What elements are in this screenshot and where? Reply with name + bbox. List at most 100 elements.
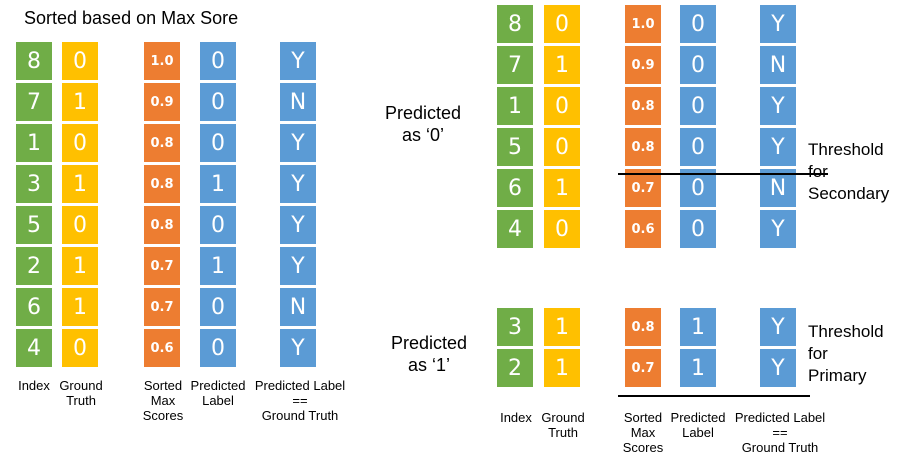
left-sorted-max-scores-cell: 0.8 [144,165,180,203]
left-index-cell: 4 [16,329,52,367]
left-index-cell: 8 [16,42,52,80]
right-bottom-predicted-label-cell: 1 [680,349,716,387]
right-top-ground-truth-cell: 0 [544,87,580,125]
right-top-predicted-label-cell: 0 [680,128,716,166]
left-index-cell: 3 [16,165,52,203]
left-predicted-label-cell: 0 [200,288,236,326]
left-header-predicted: Predicted Label [190,378,246,408]
right-bottom-ground-truth-cell: 1 [544,349,580,387]
left-sorted-max-scores-cell: 0.8 [144,206,180,244]
right-bottom-sorted-max-scores-cell: 0.7 [625,349,661,387]
left-sorted-max-scores-cell: 1.0 [144,42,180,80]
right-top-match-cell: Y [760,128,796,166]
left-match-cell: Y [280,206,316,244]
right-top-match-cell: Y [760,87,796,125]
left-ground-truth-cell: 1 [62,83,98,121]
left-ground-truth-cell: 1 [62,288,98,326]
right-bottom-index-cell: 3 [497,308,533,346]
right-header-scores: Sorted Max Scores [622,410,664,455]
left-match-cell: Y [280,247,316,285]
primary-threshold-line [618,395,810,397]
left-predicted-label-cell: 0 [200,329,236,367]
secondary-threshold-label: Threshold for Secondary [808,140,890,203]
right-top-sorted-max-scores-cell: 0.7 [625,169,661,207]
left-predicted-label-cell: 1 [200,247,236,285]
secondary-threshold-line [618,173,828,175]
left-ground-truth-cell: 1 [62,247,98,285]
left-ground-truth-cell: 0 [62,42,98,80]
left-header-scores: Sorted Max Scores [142,378,184,423]
right-header-match: Predicted Label == Ground Truth [734,410,826,455]
right-top-ground-truth-cell: 0 [544,128,580,166]
right-top-sorted-max-scores-cell: 0.8 [625,87,661,125]
left-index-cell: 6 [16,288,52,326]
left-match-cell: N [280,288,316,326]
right-top-predicted-label-cell: 0 [680,210,716,248]
right-top-index-cell: 1 [497,87,533,125]
right-header-predicted: Predicted Label [670,410,726,440]
left-predicted-label-cell: 0 [200,83,236,121]
right-top-match-cell: N [760,169,796,207]
primary-threshold-label: Threshold for Primary [808,322,884,385]
right-top-ground-truth-cell: 0 [544,210,580,248]
left-header-ground-truth: Ground Truth [59,378,103,408]
left-sorted-max-scores-cell: 0.8 [144,124,180,162]
left-sorted-max-scores-cell: 0.7 [144,247,180,285]
right-top-match-cell: N [760,46,796,84]
left-index-cell: 2 [16,247,52,285]
predicted-as-0-label: Predicted as ‘0’ [384,103,462,145]
left-predicted-label-cell: 0 [200,124,236,162]
right-bottom-predicted-label-cell: 1 [680,308,716,346]
left-header-match: Predicted Label == Ground Truth [254,378,346,423]
diagram-title: Sorted based on Max Sore [24,8,239,28]
left-index-cell: 7 [16,83,52,121]
left-predicted-label-cell: 0 [200,42,236,80]
right-top-sorted-max-scores-cell: 0.6 [625,210,661,248]
predicted-as-1-label: Predicted as ‘1’ [390,333,468,375]
right-top-sorted-max-scores-cell: 0.9 [625,46,661,84]
left-match-cell: Y [280,165,316,203]
right-bottom-ground-truth-cell: 1 [544,308,580,346]
right-top-ground-truth-cell: 1 [544,46,580,84]
left-predicted-label-cell: 0 [200,206,236,244]
left-predicted-label-cell: 1 [200,165,236,203]
left-match-cell: Y [280,42,316,80]
left-index-cell: 5 [16,206,52,244]
right-top-predicted-label-cell: 0 [680,46,716,84]
right-top-match-cell: Y [760,210,796,248]
left-ground-truth-cell: 1 [62,165,98,203]
left-match-cell: Y [280,329,316,367]
left-ground-truth-cell: 0 [62,329,98,367]
right-bottom-index-cell: 2 [497,349,533,387]
right-top-sorted-max-scores-cell: 1.0 [625,5,661,43]
left-ground-truth-cell: 0 [62,206,98,244]
right-header-ground-truth: Ground Truth [541,410,585,440]
right-top-index-cell: 7 [497,46,533,84]
left-ground-truth-cell: 0 [62,124,98,162]
right-top-sorted-max-scores-cell: 0.8 [625,128,661,166]
right-top-index-cell: 5 [497,128,533,166]
right-top-index-cell: 8 [497,5,533,43]
left-index-cell: 1 [16,124,52,162]
right-top-predicted-label-cell: 0 [680,87,716,125]
right-top-predicted-label-cell: 0 [680,169,716,207]
right-top-predicted-label-cell: 0 [680,5,716,43]
right-top-index-cell: 6 [497,169,533,207]
right-bottom-match-cell: Y [760,349,796,387]
left-header-index: Index [18,378,50,393]
